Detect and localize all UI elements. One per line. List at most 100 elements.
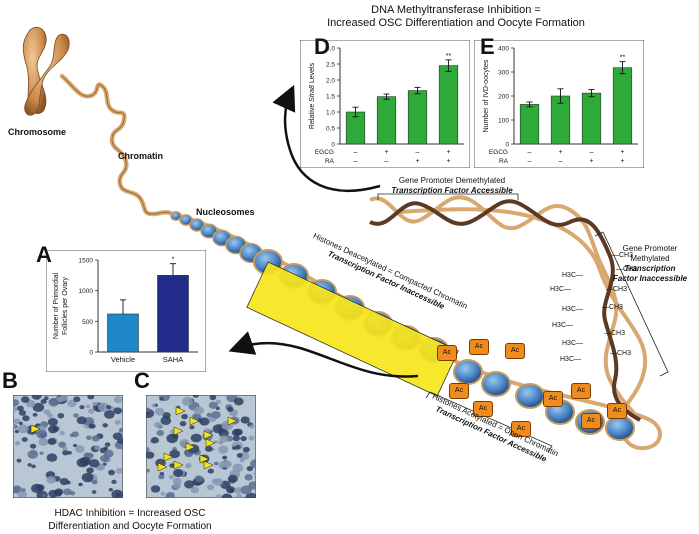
cell [111,489,123,498]
cell [21,488,26,492]
nucleosome [453,359,483,385]
cell [190,486,200,494]
treatment-value: + [620,158,624,165]
header-line-2: Increased OSC Differentiation and Oocyte… [327,17,585,29]
cell [181,413,189,420]
cell [29,443,37,449]
cell [111,479,117,485]
cell [104,410,115,419]
cell [41,494,46,498]
cell [150,436,159,444]
ac-tag: Ac [469,339,489,355]
cell [88,423,95,429]
cell [27,463,32,467]
cell [93,401,98,406]
cell [244,473,253,481]
arrow-marker [157,462,168,472]
cell [113,396,123,404]
cell [32,412,38,417]
cell [228,488,234,493]
cell [46,476,56,484]
acetylated-bracket [425,391,553,453]
arrow-marker [163,452,174,462]
y-tick-label: 1000 [79,288,94,295]
cell [166,433,178,444]
cell [172,446,177,451]
treatment-row-label: RA [325,158,335,165]
cell [112,432,123,441]
cell [115,468,123,474]
treatment-value: + [558,149,562,156]
cell [97,402,110,412]
cell [21,396,30,403]
cell [221,493,233,498]
cell [40,398,47,404]
cell [159,397,164,401]
cell [151,403,156,408]
ac-tag: Ac [581,413,601,429]
cell [207,468,214,474]
cell [22,415,30,422]
cell [100,454,110,463]
cell [79,405,85,410]
cell [83,452,91,458]
micrograph-c [146,395,256,498]
cell [215,494,223,498]
significance-mark: ** [446,53,452,60]
cell [73,443,78,448]
cell [236,493,242,498]
ac-tag: Ac [511,421,531,437]
y-tick-label: 1.0 [326,110,335,117]
cell [53,426,59,431]
y-tick-label: 2.0 [326,78,335,85]
cell [59,478,69,486]
cell [53,489,63,497]
cell [219,435,229,443]
cell [106,405,112,410]
treatment-value: – [528,149,532,156]
chromosome-label: Chromosome [8,127,67,137]
cell [46,453,58,462]
footer-title: HDAC Inhibition = Increased OSC Differen… [20,507,240,533]
cell [67,450,72,455]
arrow-marker [203,460,214,470]
cell [211,411,221,419]
cell [192,395,200,398]
cell [172,468,184,478]
cell [206,412,213,418]
cell [16,458,22,463]
cell [17,424,29,434]
y-tick-label: 0 [505,142,509,149]
cell [204,445,213,452]
y-tick-label: 100 [498,118,509,125]
treatment-value: – [559,158,563,165]
cell [47,417,58,427]
cell [146,468,150,473]
nucleosome [481,371,511,397]
treatment-value: + [415,158,419,165]
treatment-value: + [589,158,593,165]
treatment-row-label: RA [499,158,509,165]
footer-line-2: Differentiation and Oocyte Formation [48,521,212,532]
cell [39,451,44,455]
cell [239,458,245,463]
ac-tag: Ac [543,391,563,407]
ac-tag: Ac [607,403,627,419]
cell [226,406,234,412]
cell [208,401,218,409]
compacted-chromatin-highlight [246,261,459,397]
cell [231,428,242,437]
y-tick-label: 1.5 [326,94,335,101]
cell [213,478,224,486]
bar [107,313,139,353]
cell [91,479,98,485]
cell [71,431,79,438]
y-tick-label: 0.5 [326,126,335,133]
cell [78,482,83,487]
treatment-value: – [354,158,358,165]
nucleosome [170,211,182,221]
arrow-marker [173,426,184,436]
cell [248,481,256,490]
cell [213,461,219,466]
arrow-marker [189,416,200,426]
